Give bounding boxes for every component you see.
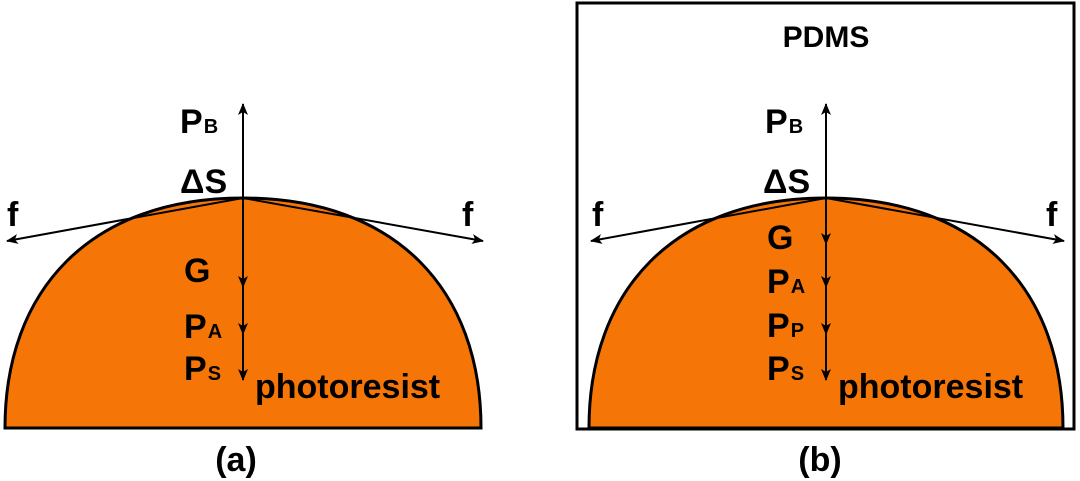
panel-b: PDMS PB ΔS f f G PA PP PS photoresist (b… [575, 1, 1076, 479]
caption-a: (a) [215, 441, 257, 479]
ps-label: PS [184, 350, 221, 388]
g-label: G [767, 219, 793, 257]
tension-left-label: f [592, 196, 604, 234]
tension-left-label: f [7, 196, 19, 234]
pb-label: PB [765, 103, 803, 141]
caption-b: (b) [798, 441, 841, 479]
pp-label: PP [767, 307, 804, 345]
tension-right-arrow [825, 197, 1065, 244]
tension-right-label: f [1046, 196, 1058, 234]
tension-left-arrow [590, 197, 827, 244]
delta-s-label: ΔS [180, 163, 227, 201]
pdms-label: PDMS [783, 21, 870, 54]
ps-label: PS [767, 350, 804, 388]
tension-right-label: f [462, 196, 474, 234]
pb-label: PB [180, 103, 218, 141]
photoresist-label: photoresist [838, 368, 1023, 406]
pa-label: PA [184, 308, 222, 346]
tension-right-arrow [242, 197, 484, 244]
g-label: G [184, 252, 210, 290]
panel-a: PB ΔS f f G PA PS photoresist (a) [3, 103, 484, 479]
pa-label: PA [767, 263, 805, 301]
tension-left-arrow [6, 197, 244, 244]
photoresist-label: photoresist [255, 368, 440, 406]
delta-s-label: ΔS [763, 163, 810, 201]
